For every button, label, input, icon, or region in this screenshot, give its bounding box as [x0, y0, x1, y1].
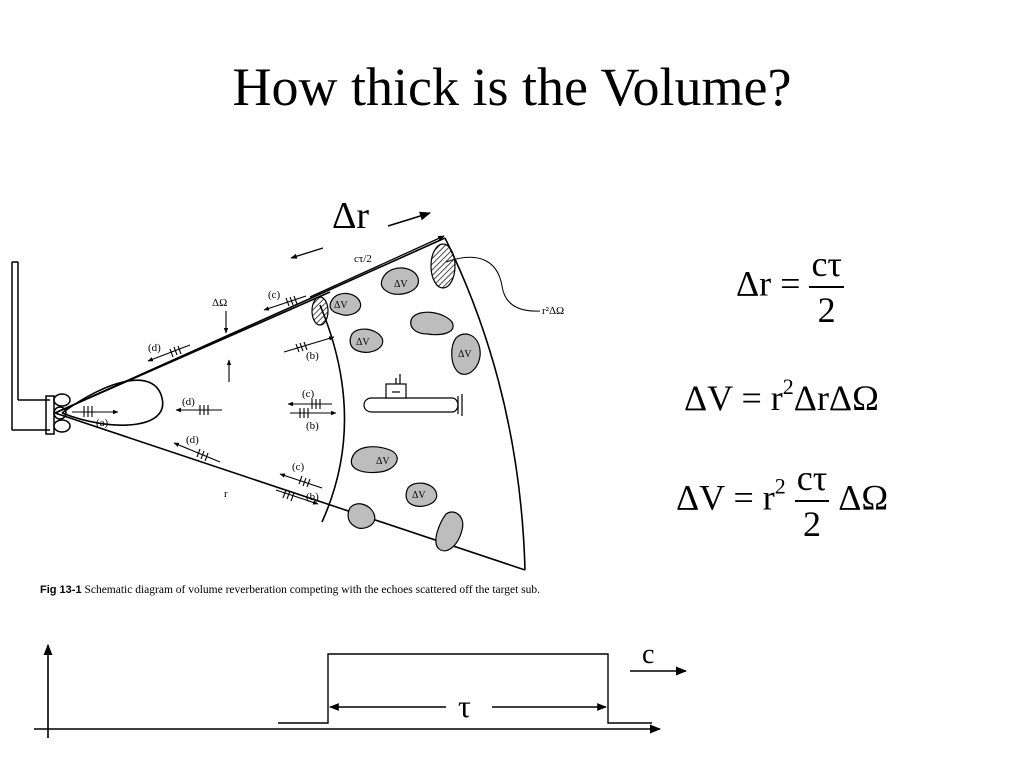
eq1-fraction: cτ 2	[809, 244, 844, 328]
equation-delta-v-expanded: ΔV = r2 cτ 2 ΔΩ	[676, 460, 888, 542]
ray-c-middle	[287, 399, 332, 409]
ray-b-lower	[275, 489, 319, 505]
ctau-half-label: cτ/2	[354, 253, 372, 265]
c-label: c	[642, 639, 654, 670]
r2-domega-leader	[445, 256, 541, 312]
domega-label: ΔΩ	[212, 297, 227, 309]
scatterer-blob	[329, 292, 362, 316]
delta-r-arrow	[387, 211, 432, 227]
eq3-denominator: 2	[794, 500, 830, 542]
dv-label: ΔV	[394, 279, 408, 290]
eq3-lhs: ΔV = r	[676, 477, 775, 518]
scatterer-blob	[435, 511, 464, 552]
eq3-numerator: cτ	[796, 458, 828, 498]
scatterer-blob	[451, 333, 481, 375]
label-a: (a)	[96, 417, 109, 429]
ray-d-upper	[147, 344, 191, 362]
caption-number: Fig 13-1	[40, 584, 82, 596]
ray-b-upper	[283, 336, 335, 353]
eq3-fraction: cτ 2	[794, 458, 830, 542]
scatterer-blob	[410, 311, 454, 336]
label-b-upper: (b)	[306, 350, 319, 362]
pulse-waveform	[278, 653, 652, 724]
scatterers	[329, 267, 481, 552]
eq1-lhs: Δr =	[736, 263, 801, 304]
tau-label: τ	[458, 688, 471, 724]
equation-delta-r: Δr = cτ 2	[736, 246, 844, 328]
dv-label: ΔV	[458, 349, 472, 360]
eq2-lhs: ΔV = r	[684, 378, 783, 418]
ship-hull	[11, 261, 55, 435]
ray-d-lower	[173, 442, 221, 463]
dv-label: ΔV	[334, 300, 348, 311]
dv-label: ΔV	[356, 337, 370, 348]
range-r-label: r	[224, 488, 228, 500]
scatterer-blob	[347, 503, 376, 529]
eq2-rhs: ΔrΔΩ	[793, 378, 879, 418]
ray-c-lower	[279, 473, 323, 489]
ray-d-middle	[175, 405, 222, 415]
scatterer-blob	[405, 482, 438, 507]
caption-text: Schematic diagram of volume reverberatio…	[84, 584, 541, 596]
scatterer-blob	[349, 328, 384, 353]
label-d-lower: (d)	[186, 434, 199, 446]
eq3-rhs: ΔΩ	[838, 477, 889, 518]
delta-r-label: Δr	[332, 195, 369, 237]
ray-b-middle	[290, 408, 337, 418]
label-c-lower: (c)	[292, 461, 305, 473]
scatterer-blob	[380, 267, 419, 295]
label-d-middle: (d)	[182, 396, 195, 408]
figure-caption: Fig 13-1 Schematic diagram of volume rev…	[40, 584, 540, 596]
r2-domega-label: r²ΔΩ	[542, 305, 564, 317]
eq1-numerator: cτ	[811, 244, 842, 284]
ctau-arrow-right	[309, 235, 445, 298]
delta-volume-slice	[311, 243, 456, 326]
label-b-lower: (b)	[306, 491, 319, 503]
scatterer-blob	[350, 446, 398, 474]
dv-label: ΔV	[376, 456, 390, 467]
dv-label: ΔV	[412, 490, 426, 501]
eq1-denominator: 2	[809, 286, 844, 328]
label-c-middle: (c)	[302, 388, 315, 400]
transducer-icon	[53, 393, 71, 433]
equation-delta-v: ΔV = r2ΔrΔΩ	[684, 374, 879, 418]
ctau-arrow-left	[290, 247, 324, 259]
ray-c-upper	[263, 295, 307, 311]
label-c-upper: (c)	[268, 289, 281, 301]
eq3-exponent: 2	[774, 473, 786, 499]
submarine-icon	[363, 374, 463, 416]
pulse-diagram	[34, 643, 688, 738]
slide-title: How thick is the Volume?	[232, 57, 792, 117]
eq2-exponent: 2	[782, 374, 794, 399]
label-b-middle: (b)	[306, 420, 319, 432]
label-d-upper: (d)	[148, 342, 161, 354]
ray-a	[72, 406, 119, 417]
